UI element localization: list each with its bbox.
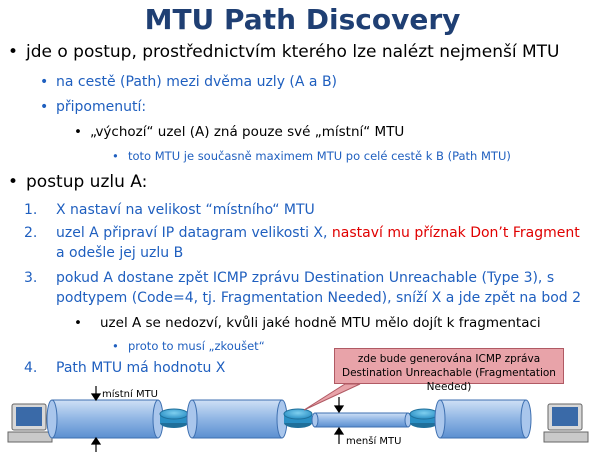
- bullet-1-2-1: „výchozí“ uzel (A) zná pouze své „místní…: [90, 124, 405, 140]
- bullet-dot: •: [8, 42, 19, 62]
- callout-pointer: [303, 383, 361, 411]
- bullet-dot: •: [112, 149, 119, 163]
- local-mtu-arrows: [90, 386, 102, 452]
- bullet-1: jde o postup, prostřednictvím kterého lz…: [26, 42, 560, 62]
- step-1-number: 1.: [24, 202, 38, 218]
- step-2-highlight: nastaví mu příznak Don’t Fragment: [331, 225, 580, 241]
- bullet-1-1: na cestě (Path) mezi dvěma uzly (A a B): [56, 74, 338, 90]
- computer-a-icon: [7, 403, 53, 443]
- step-1: X nastaví na velikost “místního“ MTU: [56, 202, 315, 218]
- router-1-icon: [159, 408, 189, 428]
- bullet-2: postup uzlu A:: [26, 172, 148, 192]
- local-mtu-label: místní MTU: [102, 389, 159, 400]
- smaller-mtu-arrows: [333, 397, 345, 444]
- step-3-sub-1-1: proto to musí „zkoušet“: [128, 339, 265, 353]
- step-3-continued: podtypem (Code=4, tj. Fragmentation Need…: [56, 290, 582, 306]
- bullet-dot: •: [8, 172, 19, 192]
- step-2-number: 2.: [24, 225, 38, 241]
- bullet-1-2: připomenutí:: [56, 99, 147, 115]
- step-2-text: uzel A připraví IP datagram velikosti X,: [56, 225, 328, 241]
- router-2-icon: [283, 408, 313, 428]
- bullet-dot: •: [40, 99, 49, 115]
- step-4: Path MTU má hodnotu X: [56, 360, 226, 376]
- pipe-segment-2: [186, 399, 288, 439]
- icmp-callout: zde bude generována ICMP zpráva Destinat…: [334, 348, 564, 393]
- bullet-dot: •: [40, 74, 49, 90]
- step-3-sub-1: uzel A se nedozví, kvůli jaké hodně MTU …: [100, 315, 541, 331]
- pipe-segment-narrow: [311, 412, 412, 428]
- bullet-dot: •: [74, 315, 82, 331]
- step-4-number: 4.: [24, 360, 38, 376]
- step-3-number: 3.: [24, 270, 38, 286]
- computer-b-icon: [543, 403, 589, 443]
- bullet-1-2-1-1: toto MTU je současně maximem MTU po celé…: [128, 149, 511, 163]
- bullet-dot: •: [74, 124, 82, 140]
- router-3-icon: [409, 408, 439, 428]
- step-2: uzel A připraví IP datagram velikosti X,…: [56, 225, 580, 241]
- step-3: pokud A dostane zpět ICMP zprávu Destina…: [56, 270, 555, 286]
- smaller-mtu-label: menší MTU: [346, 436, 402, 447]
- pipe-segment-4: [434, 399, 532, 439]
- slide-title: MTU Path Discovery: [144, 3, 461, 36]
- pipe-segment-1: [46, 399, 164, 439]
- step-2-continued: a odešle jej uzlu B: [56, 245, 184, 261]
- bullet-dot: •: [112, 339, 119, 353]
